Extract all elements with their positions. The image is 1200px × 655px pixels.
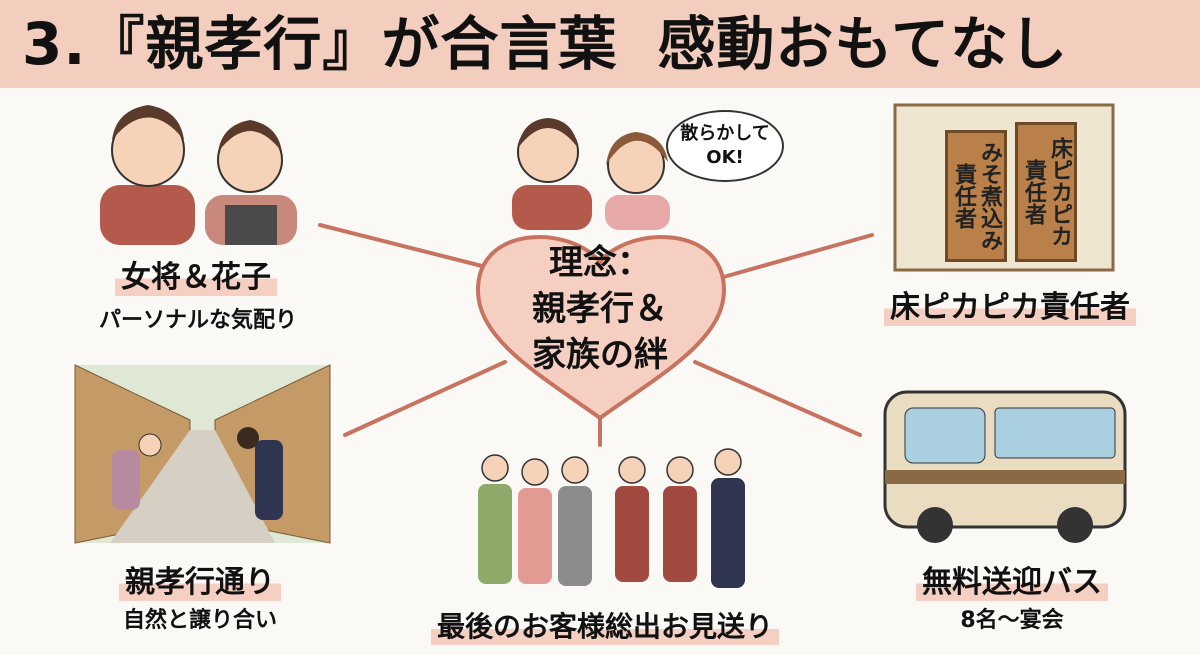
shuttle-bus-illustration [883, 390, 1127, 543]
page-title: 3.『親孝行』が合言葉感動おもてなし [22, 10, 1069, 78]
connector-line [718, 233, 874, 280]
okami-hanako-illustration [100, 105, 297, 245]
connector-line [318, 223, 492, 270]
plaque-miso: みそ煮込み責任者 [945, 130, 1007, 262]
item-title-bus: 無料送迎バス [916, 557, 1108, 601]
item-title-okami: 女将＆花子 [115, 252, 277, 296]
item-subtitle-bus: 8名～宴会 [960, 608, 1064, 633]
item-subtitle-street: 自然と譲り合い [122, 608, 278, 633]
connector-line [693, 360, 862, 437]
item-subtitle-okami: パーソナルな気配り [98, 308, 298, 333]
header-band: 3.『親孝行』が合言葉感動おもてなし [0, 0, 1200, 88]
item-title-farewell: 最後のお客様総出お見送り [430, 605, 780, 645]
oyakoko-street-illustration [74, 364, 331, 544]
speech-bubble: 散らかして OK! [666, 110, 784, 182]
connector-line [343, 360, 507, 437]
item-title-street: 親孝行通り [119, 557, 281, 601]
farewell-group-illustration [478, 448, 745, 588]
heart-shape [475, 235, 727, 421]
plaque-floor: 床ピカピカ責任者 [1015, 122, 1077, 262]
item-title-floor: 床ピカピカ責任者 [884, 282, 1136, 326]
staff-conversation-illustration [512, 118, 670, 230]
center-philosophy: 理念： 親孝行＆ 家族の絆 [532, 243, 668, 375]
